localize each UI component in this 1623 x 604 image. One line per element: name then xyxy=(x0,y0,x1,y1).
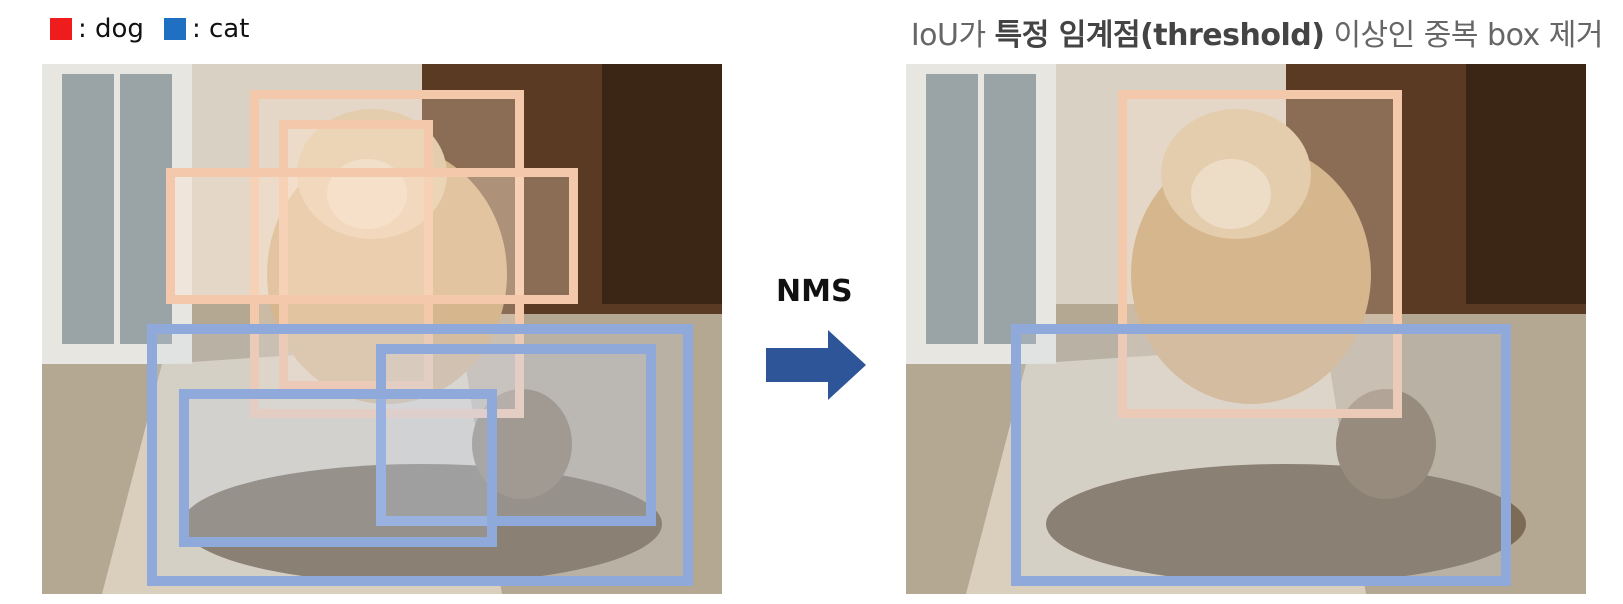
blue-square-icon xyxy=(163,18,186,40)
photo-before-nms xyxy=(42,64,722,594)
legend-item-cat: : cat xyxy=(163,14,250,44)
cat-bbox-3 xyxy=(179,389,497,547)
scene-illustration xyxy=(42,64,722,594)
red-square-icon xyxy=(50,18,72,40)
photo-after-nms xyxy=(906,64,1586,594)
dog-bbox-3 xyxy=(166,168,578,304)
dog-bbox-1 xyxy=(250,90,524,418)
legend-label-cat: : cat xyxy=(191,14,250,44)
legend-label-dog: : dog xyxy=(78,14,144,44)
caption: IoU가 특정 임계점(threshold) 이상인 중복 box 제거 xyxy=(910,10,1604,54)
cat-bbox-final xyxy=(1011,324,1511,586)
cat-bbox-2 xyxy=(376,344,656,526)
right-arrow-icon xyxy=(766,330,866,400)
caption-suffix: 이상인 중복 box 제거 xyxy=(1324,18,1603,53)
nms-label: NMS xyxy=(776,274,853,309)
caption-prefix: IoU가 xyxy=(910,18,995,53)
legend: : dog : cat xyxy=(50,12,261,46)
dog-bbox-final xyxy=(1118,90,1402,418)
caption-bold: 특정 임계점(threshold) xyxy=(994,18,1325,53)
legend-item-dog: : dog xyxy=(50,14,144,44)
